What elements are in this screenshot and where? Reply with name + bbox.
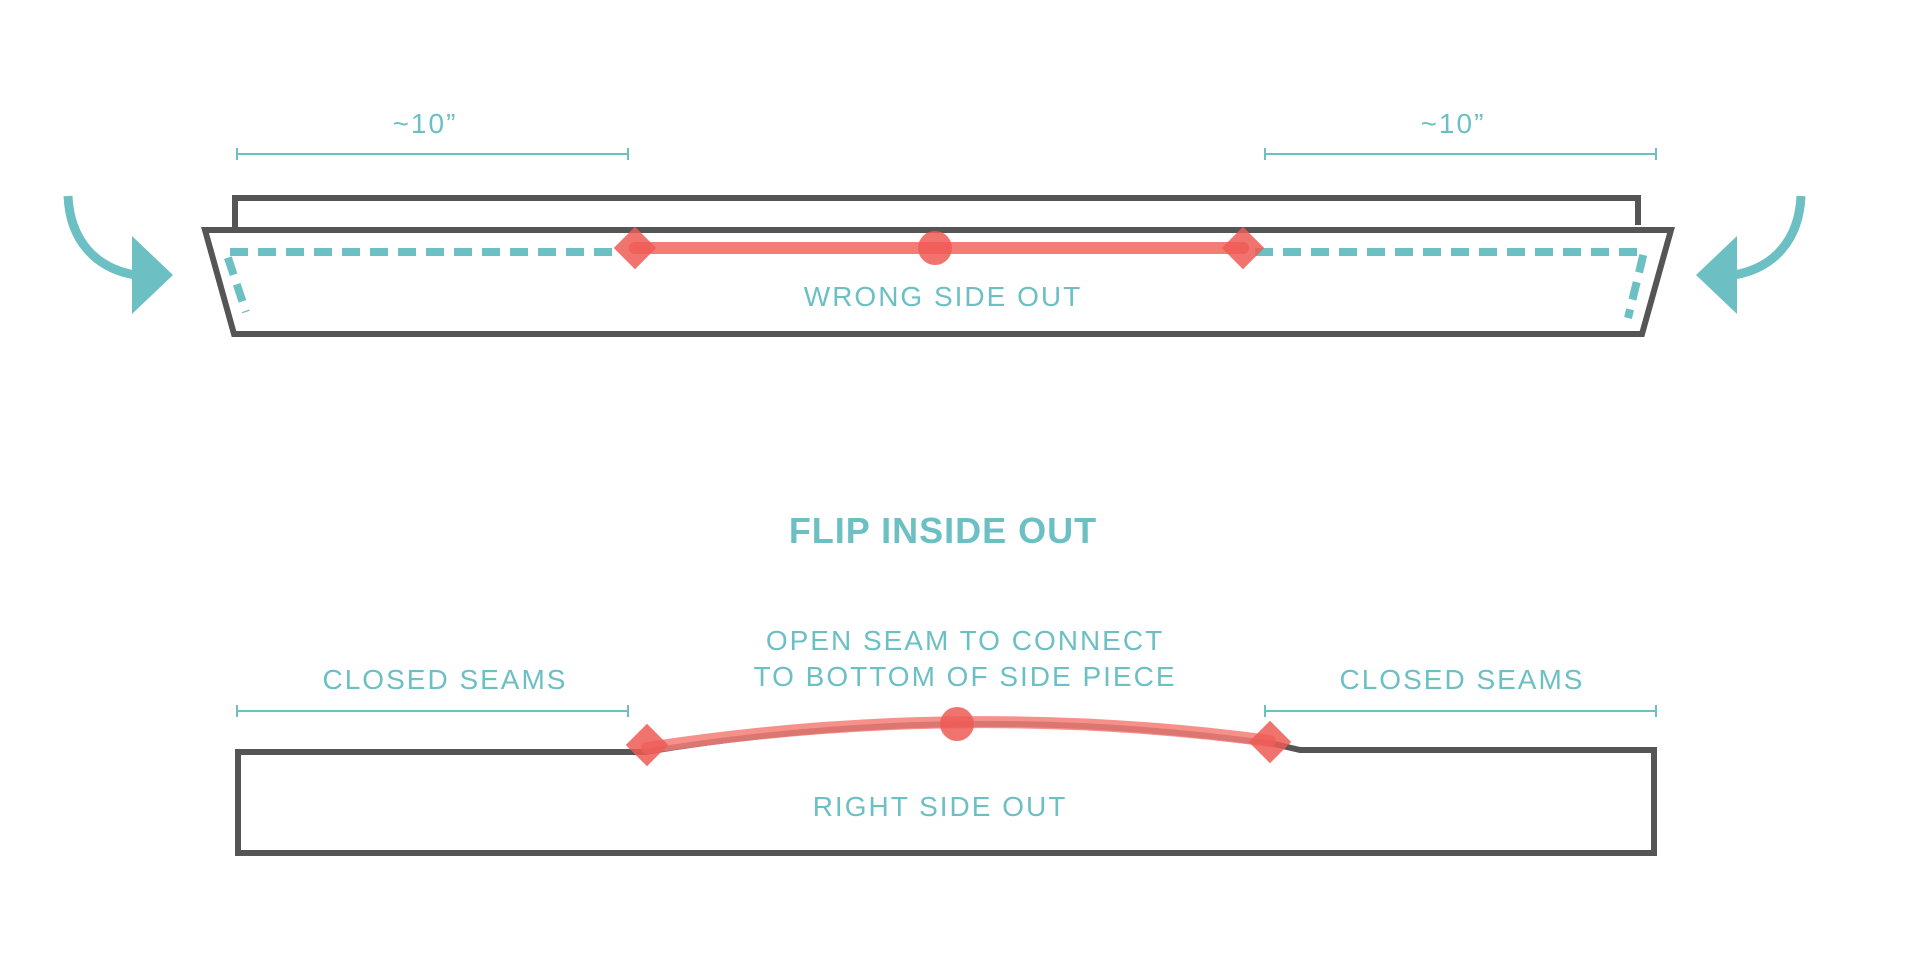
curved-arrow-right-icon xyxy=(1696,195,1806,314)
bottom-seam-diamond-right xyxy=(1248,720,1292,764)
seam-marker-diamond-right xyxy=(1221,226,1265,270)
bottom-seam-center-dot xyxy=(940,707,974,741)
seam-marker-center-dot xyxy=(918,231,952,265)
wrong-side-out-label: WRONG SIDE OUT xyxy=(804,281,1082,312)
open-seam-label-line1: OPEN SEAM TO CONNECT xyxy=(766,625,1164,656)
right-side-out-label: RIGHT SIDE OUT xyxy=(813,791,1068,822)
flip-instruction: FLIP INSIDE OUT xyxy=(789,510,1097,551)
closed-seams-left-label: CLOSED SEAMS xyxy=(323,664,568,695)
measure-left-label: ~10” xyxy=(393,108,458,139)
wrong-side-out-section: ~10” ~10” WRONG SIDE OUT xyxy=(63,108,1806,337)
closed-seams-left-dimension xyxy=(236,705,629,717)
seam-dashed-right xyxy=(1255,248,1650,319)
measure-right-label: ~10” xyxy=(1421,108,1486,139)
dimension-left xyxy=(236,148,629,160)
seam-dashed-left xyxy=(220,248,612,314)
fabric-right-side-out xyxy=(235,720,1657,856)
closed-seams-right-dimension xyxy=(1264,705,1657,717)
right-side-out-section: CLOSED SEAMS CLOSED SEAMS OPEN SEAM TO C… xyxy=(235,625,1657,856)
fabric-back-flap xyxy=(232,195,1641,228)
curved-arrow-left-icon xyxy=(63,195,173,314)
dimension-right xyxy=(1264,148,1657,160)
open-seam-label-line2: TO BOTTOM OF SIDE PIECE xyxy=(753,661,1176,692)
closed-seams-right-label: CLOSED SEAMS xyxy=(1340,664,1585,695)
